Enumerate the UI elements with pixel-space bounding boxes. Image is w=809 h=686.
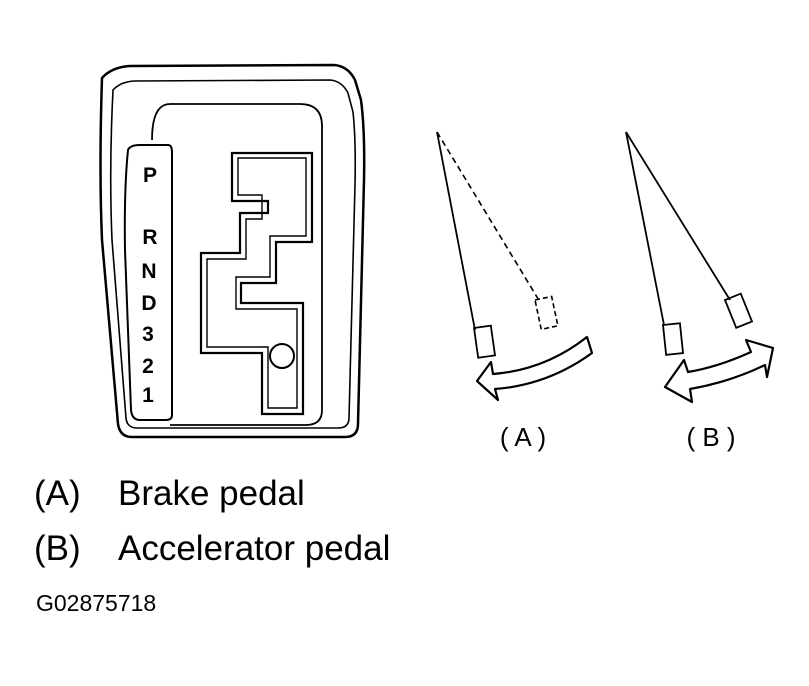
- pedal-b-pad-released: [662, 322, 685, 356]
- shifter-bezel-outer: [99, 63, 366, 439]
- pedal-a-pad-pressed: [534, 295, 559, 331]
- shift-gate-outer: [199, 151, 314, 416]
- pedal-b-diagram: [625, 131, 775, 404]
- gear-label-n: N: [141, 260, 156, 283]
- pedal-a-arm-pressed: [436, 131, 541, 303]
- shifter-plate: [151, 103, 323, 426]
- pedal-a-motion-arrow: [475, 335, 594, 402]
- gear-label-3: 3: [142, 323, 154, 346]
- pedal-a-arm: [436, 131, 476, 331]
- gear-label-r: R: [142, 226, 157, 249]
- gear-label-p: P: [143, 164, 157, 187]
- legend-key-a: (A): [34, 474, 81, 513]
- legend-label-brake: Brake pedal: [118, 474, 305, 513]
- gear-labels: P R N D 3 2 1: [141, 164, 157, 407]
- gear-indicator-strip: [123, 144, 173, 421]
- shifter-bezel-inner: [109, 79, 357, 429]
- gear-label-d: D: [141, 292, 156, 315]
- pedal-a-pad: [472, 324, 497, 359]
- figure-id: G02875718: [36, 590, 157, 616]
- legend-item-accelerator: (B) Accelerator pedal: [34, 529, 390, 569]
- shift-lever-knob: [269, 343, 295, 369]
- legend-item-brake: (A) Brake pedal: [34, 474, 305, 514]
- pedal-b-caption: ( B ): [686, 422, 735, 452]
- pedal-a-caption: ( A ): [500, 422, 546, 452]
- legend-key-b: (B): [34, 529, 81, 568]
- shifter-panel: [99, 63, 366, 439]
- pedal-b-arm-right: [625, 131, 731, 301]
- pedal-b-arm-left: [625, 131, 665, 326]
- shift-gate-inner: [206, 157, 307, 409]
- pedal-a-diagram: [436, 131, 594, 402]
- legend-label-accelerator: Accelerator pedal: [118, 529, 391, 568]
- pedal-b-motion-arrow: [663, 338, 775, 404]
- gear-label-1: 1: [142, 384, 154, 407]
- pedal-b-pad-pressed: [723, 292, 754, 329]
- gear-label-2: 2: [142, 355, 154, 378]
